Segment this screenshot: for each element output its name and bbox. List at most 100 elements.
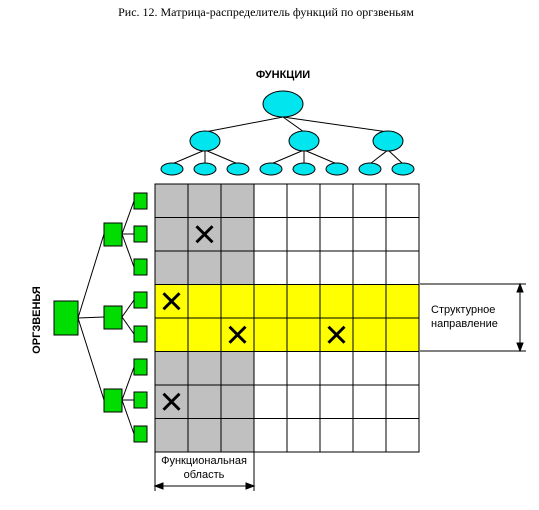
org-leaf-node [133, 325, 148, 343]
x-mark-icon [162, 292, 181, 311]
function-nodes [160, 90, 415, 176]
matrix-cell [154, 250, 189, 285]
matrix-cell [187, 250, 222, 285]
matrix-cell [286, 217, 321, 252]
org-leaf-node [133, 225, 148, 243]
matrix-cell [385, 217, 420, 252]
function-leaf-node [226, 162, 250, 176]
functional-area-label: Функциональная [161, 455, 247, 467]
matrix-cell [352, 183, 387, 218]
matrix-cell [154, 183, 189, 218]
matrix-cell [187, 317, 222, 352]
matrix-cell [352, 284, 387, 319]
matrix-cell [286, 351, 321, 386]
matrix-cell [319, 418, 354, 453]
function-leaf-node [193, 162, 217, 176]
matrix-cell [220, 384, 255, 419]
org-leaf-node [133, 258, 148, 276]
org-leaf-node [133, 192, 148, 210]
org-group-node [103, 305, 123, 330]
matrix-cell [187, 284, 222, 319]
matrix-cell [385, 384, 420, 419]
matrix-cell [253, 317, 288, 352]
function-root-node [262, 90, 304, 118]
matrix-cell [352, 418, 387, 453]
figure-caption: Рис. 12. Матрица-распределитель функций … [118, 5, 414, 19]
org-group-node [103, 388, 123, 413]
matrix-cell [253, 217, 288, 252]
matrix-cell [253, 351, 288, 386]
function-leaf-node [358, 162, 382, 176]
function-tree-lines [171, 116, 404, 165]
matrix-cell [286, 183, 321, 218]
function-group-node [288, 130, 320, 152]
function-leaf-node [325, 162, 349, 176]
matrix-cell [385, 351, 420, 386]
matrix-cell [187, 418, 222, 453]
matrix-cell [352, 250, 387, 285]
matrix-cell [220, 250, 255, 285]
functions-label: ФУНКЦИИ [256, 69, 310, 81]
matrix-cell [385, 250, 420, 285]
structural-direction-label: Структурное [431, 304, 495, 316]
matrix-cell [385, 418, 420, 453]
x-mark-icon [228, 325, 247, 344]
structural-direction-label-2: направление [431, 318, 498, 330]
functional-area-label-2: область [184, 469, 225, 481]
matrix-cell [187, 351, 222, 386]
matrix-cell [154, 351, 189, 386]
function-group-node [189, 130, 221, 152]
matrix-cell [352, 217, 387, 252]
matrix-cell [154, 317, 189, 352]
function-matrix [154, 183, 420, 453]
matrix-cell [253, 183, 288, 218]
org-leaf-node [133, 291, 148, 309]
x-mark-icon [327, 325, 346, 344]
function-leaf-node [292, 162, 316, 176]
matrix-cell [319, 250, 354, 285]
matrix-cell [385, 284, 420, 319]
matrix-cell [319, 284, 354, 319]
matrix-cell [253, 284, 288, 319]
matrix-cell [187, 183, 222, 218]
matrix-cell [286, 418, 321, 453]
matrix-cell [385, 317, 420, 352]
org-leaf-node [133, 358, 148, 376]
org-group-node [103, 222, 123, 247]
matrix-cell [220, 418, 255, 453]
matrix-cell [286, 284, 321, 319]
matrix-cell [319, 351, 354, 386]
matrix-cell [352, 317, 387, 352]
function-group-node [372, 130, 404, 152]
matrix-cell [352, 351, 387, 386]
x-mark-icon [162, 392, 181, 411]
matrix-cell [385, 183, 420, 218]
x-mark-icon [195, 225, 214, 244]
matrix-cell [319, 217, 354, 252]
matrix-cell [253, 418, 288, 453]
org-nodes [53, 192, 148, 443]
matrix-cell [154, 217, 189, 252]
matrix-cell [220, 217, 255, 252]
org-leaf-node [133, 391, 148, 409]
matrix-cell [220, 183, 255, 218]
org-root-node [53, 300, 79, 336]
org-tree-lines [77, 200, 135, 435]
orgunits-label: ОРГЗВЕНЬЯ [31, 286, 43, 354]
matrix-cell [253, 384, 288, 419]
matrix-cell [286, 250, 321, 285]
matrix-cell [187, 384, 222, 419]
functional-area-bracket [153, 451, 256, 491]
function-leaf-node [391, 162, 415, 176]
structural-direction-bracket [420, 282, 526, 353]
org-leaf-node [133, 425, 148, 443]
function-leaf-node [259, 162, 283, 176]
function-leaf-node [160, 162, 184, 176]
matrix-cell [253, 250, 288, 285]
matrix-cell [319, 384, 354, 419]
matrix-cell [319, 183, 354, 218]
matrix-cell [352, 384, 387, 419]
matrix-cell [154, 418, 189, 453]
matrix-cell [286, 317, 321, 352]
